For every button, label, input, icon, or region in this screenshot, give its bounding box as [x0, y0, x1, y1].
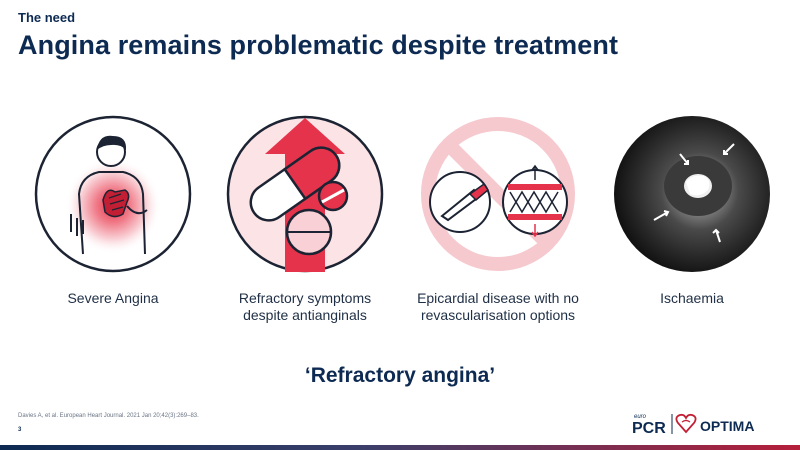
caption-ischaemia: Ischaemia	[592, 290, 792, 307]
pills-arrow-icon	[226, 115, 384, 273]
logo-euro-text: euro	[634, 414, 647, 420]
logo-optima-text: OPTIMA	[700, 418, 754, 434]
caption-line: despite antianginals	[243, 307, 367, 323]
slide-kicker: The need	[18, 10, 76, 25]
no-revascularisation-icon	[421, 117, 575, 271]
caption-severe-angina: Severe Angina	[13, 290, 213, 307]
caption-line: Severe Angina	[67, 290, 159, 306]
caption-refractory-symptoms: Refractory symptoms despite antianginals	[205, 290, 405, 324]
logo-pcr-text: PCR	[632, 420, 666, 436]
slide-title: Angina remains problematic despite treat…	[18, 30, 619, 60]
sponsor-logos: euro PCR OPTIMA	[632, 413, 754, 436]
bottom-gradient-bar	[0, 445, 800, 450]
caption-line: Refractory symptoms	[238, 290, 372, 306]
chest-pain-person-icon	[34, 115, 192, 273]
page-number: 3	[18, 427, 22, 433]
caption-line: Ischaemia	[660, 290, 724, 306]
caption-epicardial-disease: Epicardial disease with no revascularisa…	[398, 290, 598, 324]
caption-line: revascularisation options	[420, 307, 576, 323]
tagline: ‘Refractory angina’	[304, 364, 496, 387]
citation: Davies A, et al. European Heart Journal.…	[18, 413, 199, 419]
ischaemia-scan-icon	[614, 116, 770, 272]
heart-logo-icon	[675, 413, 697, 434]
caption-line: Epicardial disease with no	[417, 290, 579, 306]
